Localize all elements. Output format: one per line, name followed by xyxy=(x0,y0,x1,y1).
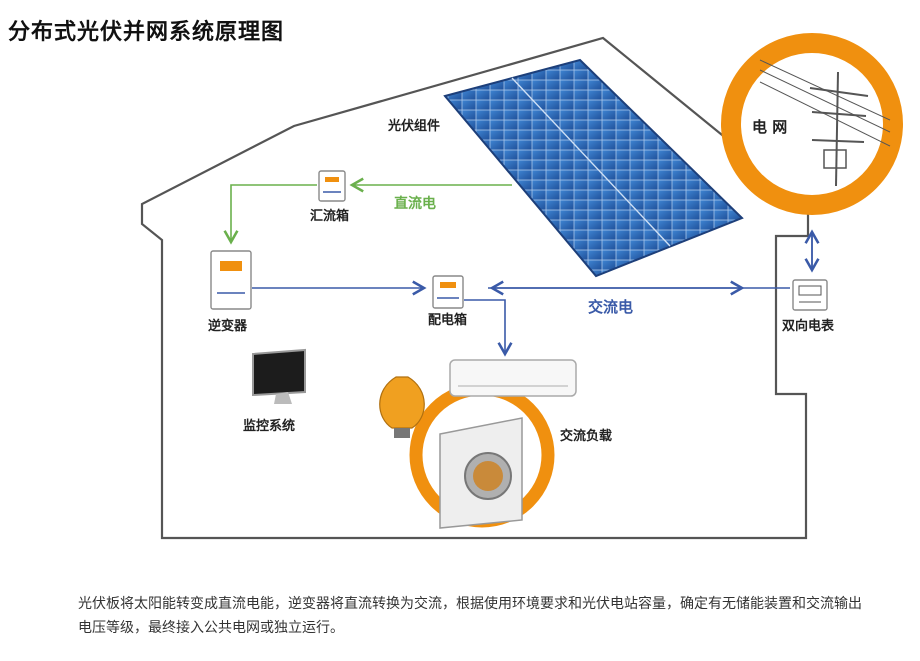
combiner-box-icon xyxy=(318,170,346,202)
monitor-icon xyxy=(252,348,306,404)
house-outline xyxy=(140,36,810,540)
caption: 光伏板将太阳能转变成直流电能，逆变器将直流转换为交流，根据使用环境要求和光伏电站… xyxy=(78,596,862,636)
label-pv-module: 光伏组件 xyxy=(387,118,440,134)
solar-panel-icon xyxy=(443,58,744,278)
light-bulb-icon xyxy=(379,376,425,438)
page-title: 分布式光伏并网系统原理图 xyxy=(8,20,285,45)
grid-ring: 电 网 xyxy=(721,33,903,215)
air-conditioner-icon xyxy=(449,359,577,397)
label-inverter: 逆变器 xyxy=(208,318,248,334)
dc-line-combiner-to-inverter xyxy=(223,184,317,245)
ac-line-distribution-to-load xyxy=(464,299,513,357)
inverter-icon xyxy=(210,250,252,310)
label-ac-power: 交流电 xyxy=(588,298,633,316)
label-ac-load: 交流负载 xyxy=(560,428,612,444)
washing-machine-icon xyxy=(439,417,523,529)
meter-icon xyxy=(792,279,828,311)
utility-pole-icon xyxy=(759,59,891,187)
label-monitoring: 监控系统 xyxy=(243,418,295,434)
label-bidirectional-meter: 双向电表 xyxy=(782,318,835,334)
label-grid: 电 网 xyxy=(752,118,787,136)
label-dc-power: 直流电 xyxy=(394,195,436,212)
distribution-box-icon xyxy=(432,275,464,309)
label-combiner-box: 汇流箱 xyxy=(310,208,349,224)
label-distribution-box: 配电箱 xyxy=(428,312,467,328)
